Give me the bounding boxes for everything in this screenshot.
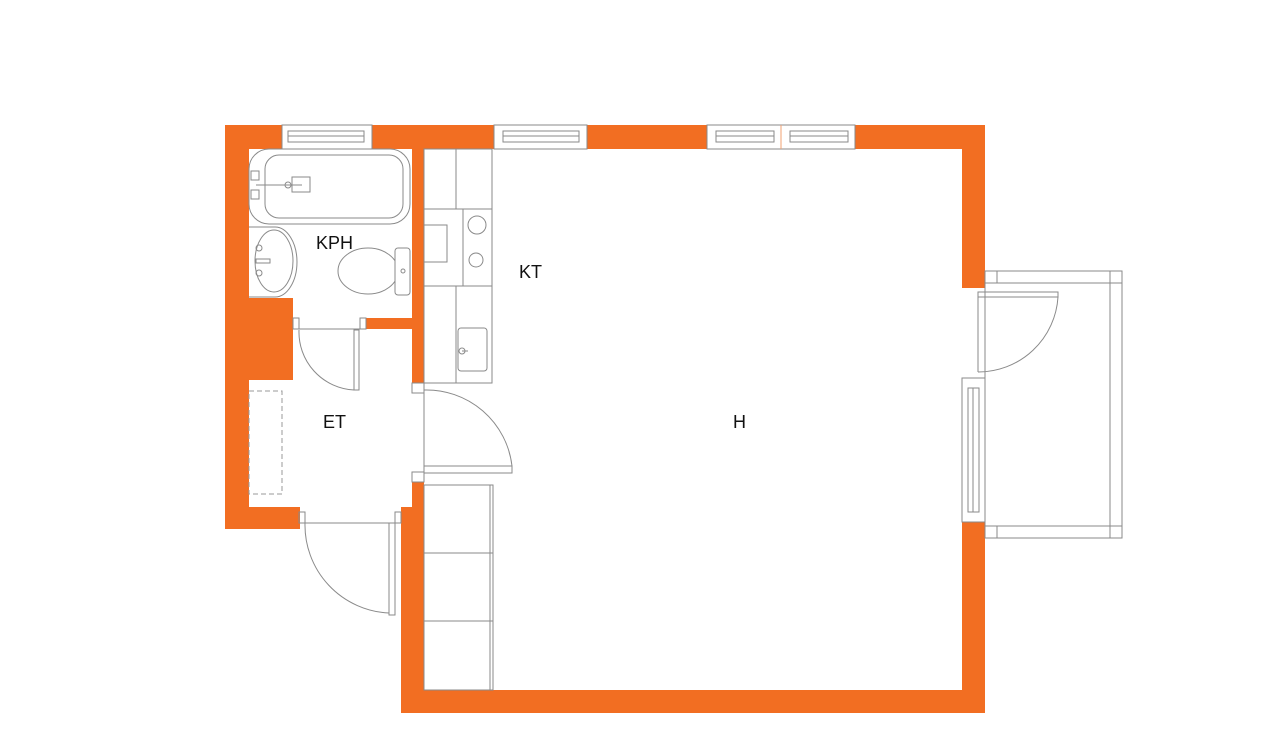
door-icon[interactable]: [411, 382, 513, 483]
room-label-et: ET: [323, 412, 346, 432]
door-icon[interactable]: [298, 511, 402, 616]
balcony-icon: [984, 270, 1123, 539]
toilet-icon: [337, 247, 411, 296]
bathtub-icon: [248, 148, 411, 225]
kitchen-sink-icon: [457, 327, 488, 372]
closet-icon: [423, 484, 494, 691]
sink-icon: [249, 226, 298, 298]
door-icon[interactable]: [977, 291, 1059, 373]
door-icon[interactable]: [292, 317, 367, 391]
stove-icon: [423, 208, 493, 287]
room-label-kph: KPH: [316, 233, 353, 253]
walls: [225, 125, 985, 713]
window-icon: [281, 124, 986, 523]
room-label-kt: KT: [519, 262, 542, 282]
closet-icon: [248, 390, 283, 495]
room-label-h: H: [733, 412, 746, 432]
